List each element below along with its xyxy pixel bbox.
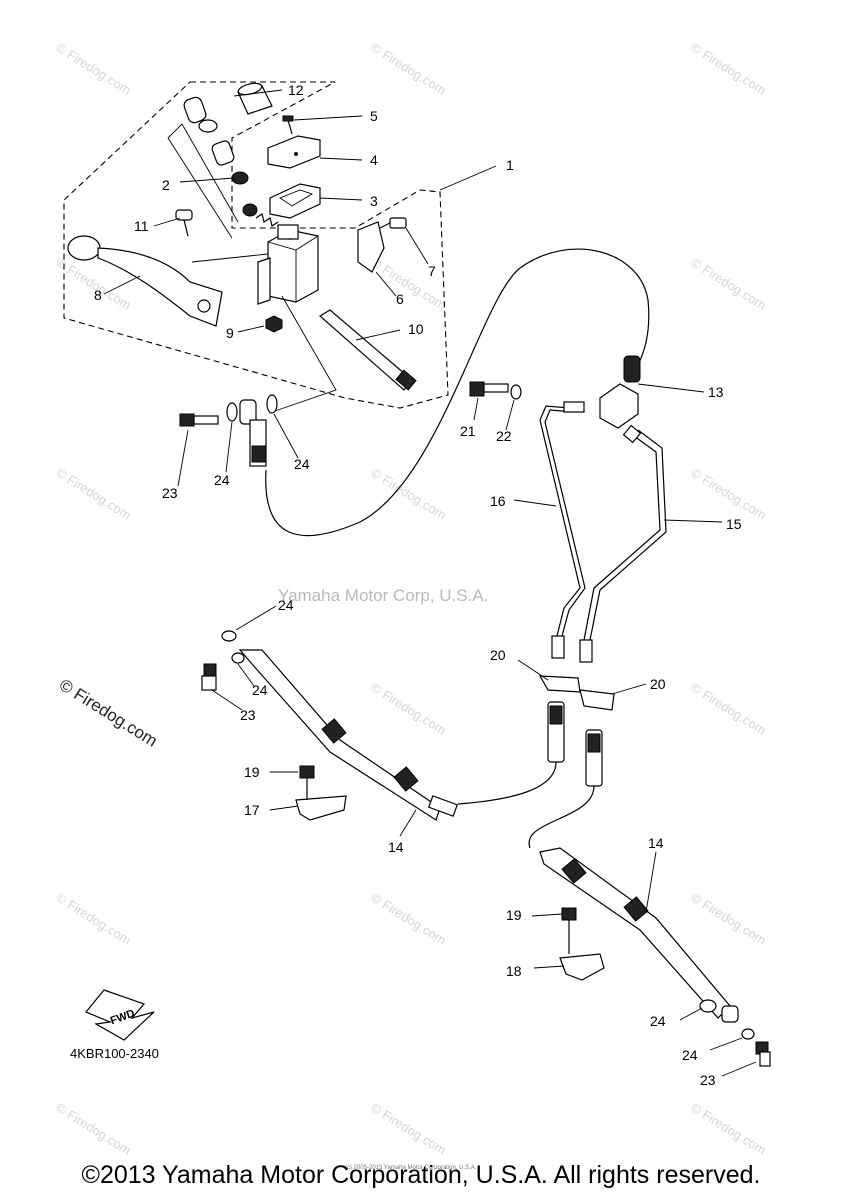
callout-leaders: [103, 89, 757, 1077]
callout-21: 21: [460, 423, 476, 439]
bushing: [237, 82, 273, 115]
callout-8: 8: [94, 287, 102, 303]
holder-bolt: [379, 217, 407, 229]
callout-22: 22: [496, 428, 512, 444]
callout-24: 24: [650, 1013, 666, 1029]
copper-washer: [231, 652, 245, 664]
callout-9: 9: [226, 325, 234, 341]
joint-bolt: [469, 381, 509, 397]
lever-bolt: [175, 209, 193, 237]
watermark: © Firedog.com: [368, 890, 448, 948]
union-bolt-left: [201, 663, 217, 691]
joint-washer: [510, 384, 522, 400]
lever-nut: [265, 315, 283, 333]
watermark-layer: © Firedog.com © Firedog.com © Firedog.co…: [53, 40, 768, 1171]
callout-24: 24: [214, 472, 230, 488]
holder: [357, 221, 385, 273]
callout-11: 11: [134, 218, 149, 234]
watermark: © Firedog.com: [368, 40, 448, 98]
pipe-fitting: [551, 635, 565, 659]
brake-pipe-16: [539, 401, 586, 641]
callout-3: 3: [370, 193, 378, 209]
callout-17: 17: [244, 802, 260, 818]
watermark: © Firedog.com: [53, 1100, 133, 1158]
diagram-code: 4KBR100-2340: [70, 1046, 159, 1061]
copyright-footer: ©2013 Yamaha Motor Corporation, U.S.A. A…: [81, 1161, 761, 1189]
callout-14-right: 14: [648, 835, 664, 851]
watermark: © Firedog.com: [688, 680, 768, 738]
pipe-clamp: [579, 689, 615, 711]
callout-7: 7: [428, 263, 436, 279]
union-bolt-right: [755, 1041, 771, 1067]
brake-hose-joint: [599, 355, 641, 429]
callout-19-left: 19: [244, 764, 260, 780]
watermark: © Firedog.com: [368, 255, 448, 313]
callout-12: 12: [288, 82, 304, 98]
brake-hose-right: [528, 729, 739, 1023]
watermark: © Firedog.com: [53, 465, 133, 523]
hose-bracket-18: [559, 907, 605, 981]
callout-4: 4: [370, 152, 378, 168]
callout-24: 24: [252, 682, 268, 698]
callout-14-left: 14: [388, 839, 404, 855]
callout-24: 24: [682, 1047, 698, 1063]
watermark: © Firedog.com: [688, 890, 768, 948]
copper-washer: [741, 1028, 755, 1040]
callout-23-upper: 23: [162, 485, 178, 501]
callout-1: 1: [506, 157, 514, 173]
brake-pipe-15: [583, 424, 667, 641]
watermark: © Firedog.com: [688, 255, 768, 313]
callout-23-left: 23: [240, 707, 256, 723]
callout-13: 13: [708, 384, 724, 400]
brake-switch: [318, 309, 417, 391]
callout-20-right: 20: [650, 676, 666, 692]
watermark: © Firedog.com: [688, 40, 768, 98]
callout-19-right: 19: [506, 907, 522, 923]
watermark: © Firedog.com: [368, 680, 448, 738]
callout-16: 16: [490, 493, 506, 509]
callout-23-right: 23: [700, 1072, 716, 1088]
brake-hose-upper: [265, 248, 650, 537]
watermark: © Firedog.com: [688, 1100, 768, 1158]
small-copyright: (c) 2005-2015 Yamaha Motor Corporation, …: [345, 1165, 477, 1171]
callout-labels: 1 2 3 4 5 6 7 8 9 10 11 12 13 14 14 15 1…: [94, 82, 742, 1088]
copper-washer: [221, 630, 237, 642]
diaphragm: [269, 183, 321, 219]
watermark: © Firedog.com: [53, 40, 133, 98]
watermark: © Firedog.com: [368, 465, 448, 523]
corner-watermark: © Firedog.com: [56, 675, 161, 750]
brake-hose-left: [238, 649, 565, 821]
watermark: © Firedog.com: [688, 465, 768, 523]
pipe-fitting: [579, 639, 593, 663]
watermark: © Firedog.com: [368, 1100, 448, 1158]
callout-20-left: 20: [490, 647, 506, 663]
brake-lever: [67, 235, 223, 327]
callout-2: 2: [162, 177, 170, 193]
copper-washer: [699, 999, 717, 1013]
callout-18: 18: [506, 963, 522, 979]
callout-24: 24: [294, 456, 310, 472]
callout-6: 6: [396, 291, 404, 307]
screw-5: [282, 115, 294, 135]
copper-washer: [266, 394, 278, 414]
copper-washer: [226, 402, 238, 422]
watermark: © Firedog.com: [53, 890, 133, 948]
master-cylinder-body: [257, 224, 319, 305]
forward-arrow: FWD: [85, 989, 155, 1041]
union-bolt-upper: [179, 413, 219, 427]
reservoir-cover: [267, 135, 321, 169]
callout-24: 24: [278, 597, 294, 613]
master-cylinder-assembly-outline: [63, 81, 449, 409]
callout-15: 15: [726, 516, 742, 532]
callout-10: 10: [408, 321, 424, 337]
hose-bracket-17: [295, 765, 347, 821]
upper-hose-end: [239, 399, 267, 467]
callout-5: 5: [370, 108, 378, 124]
piston-kit: [167, 96, 279, 239]
center-watermark: Yamaha Motor Corp, U.S.A.: [278, 586, 488, 605]
